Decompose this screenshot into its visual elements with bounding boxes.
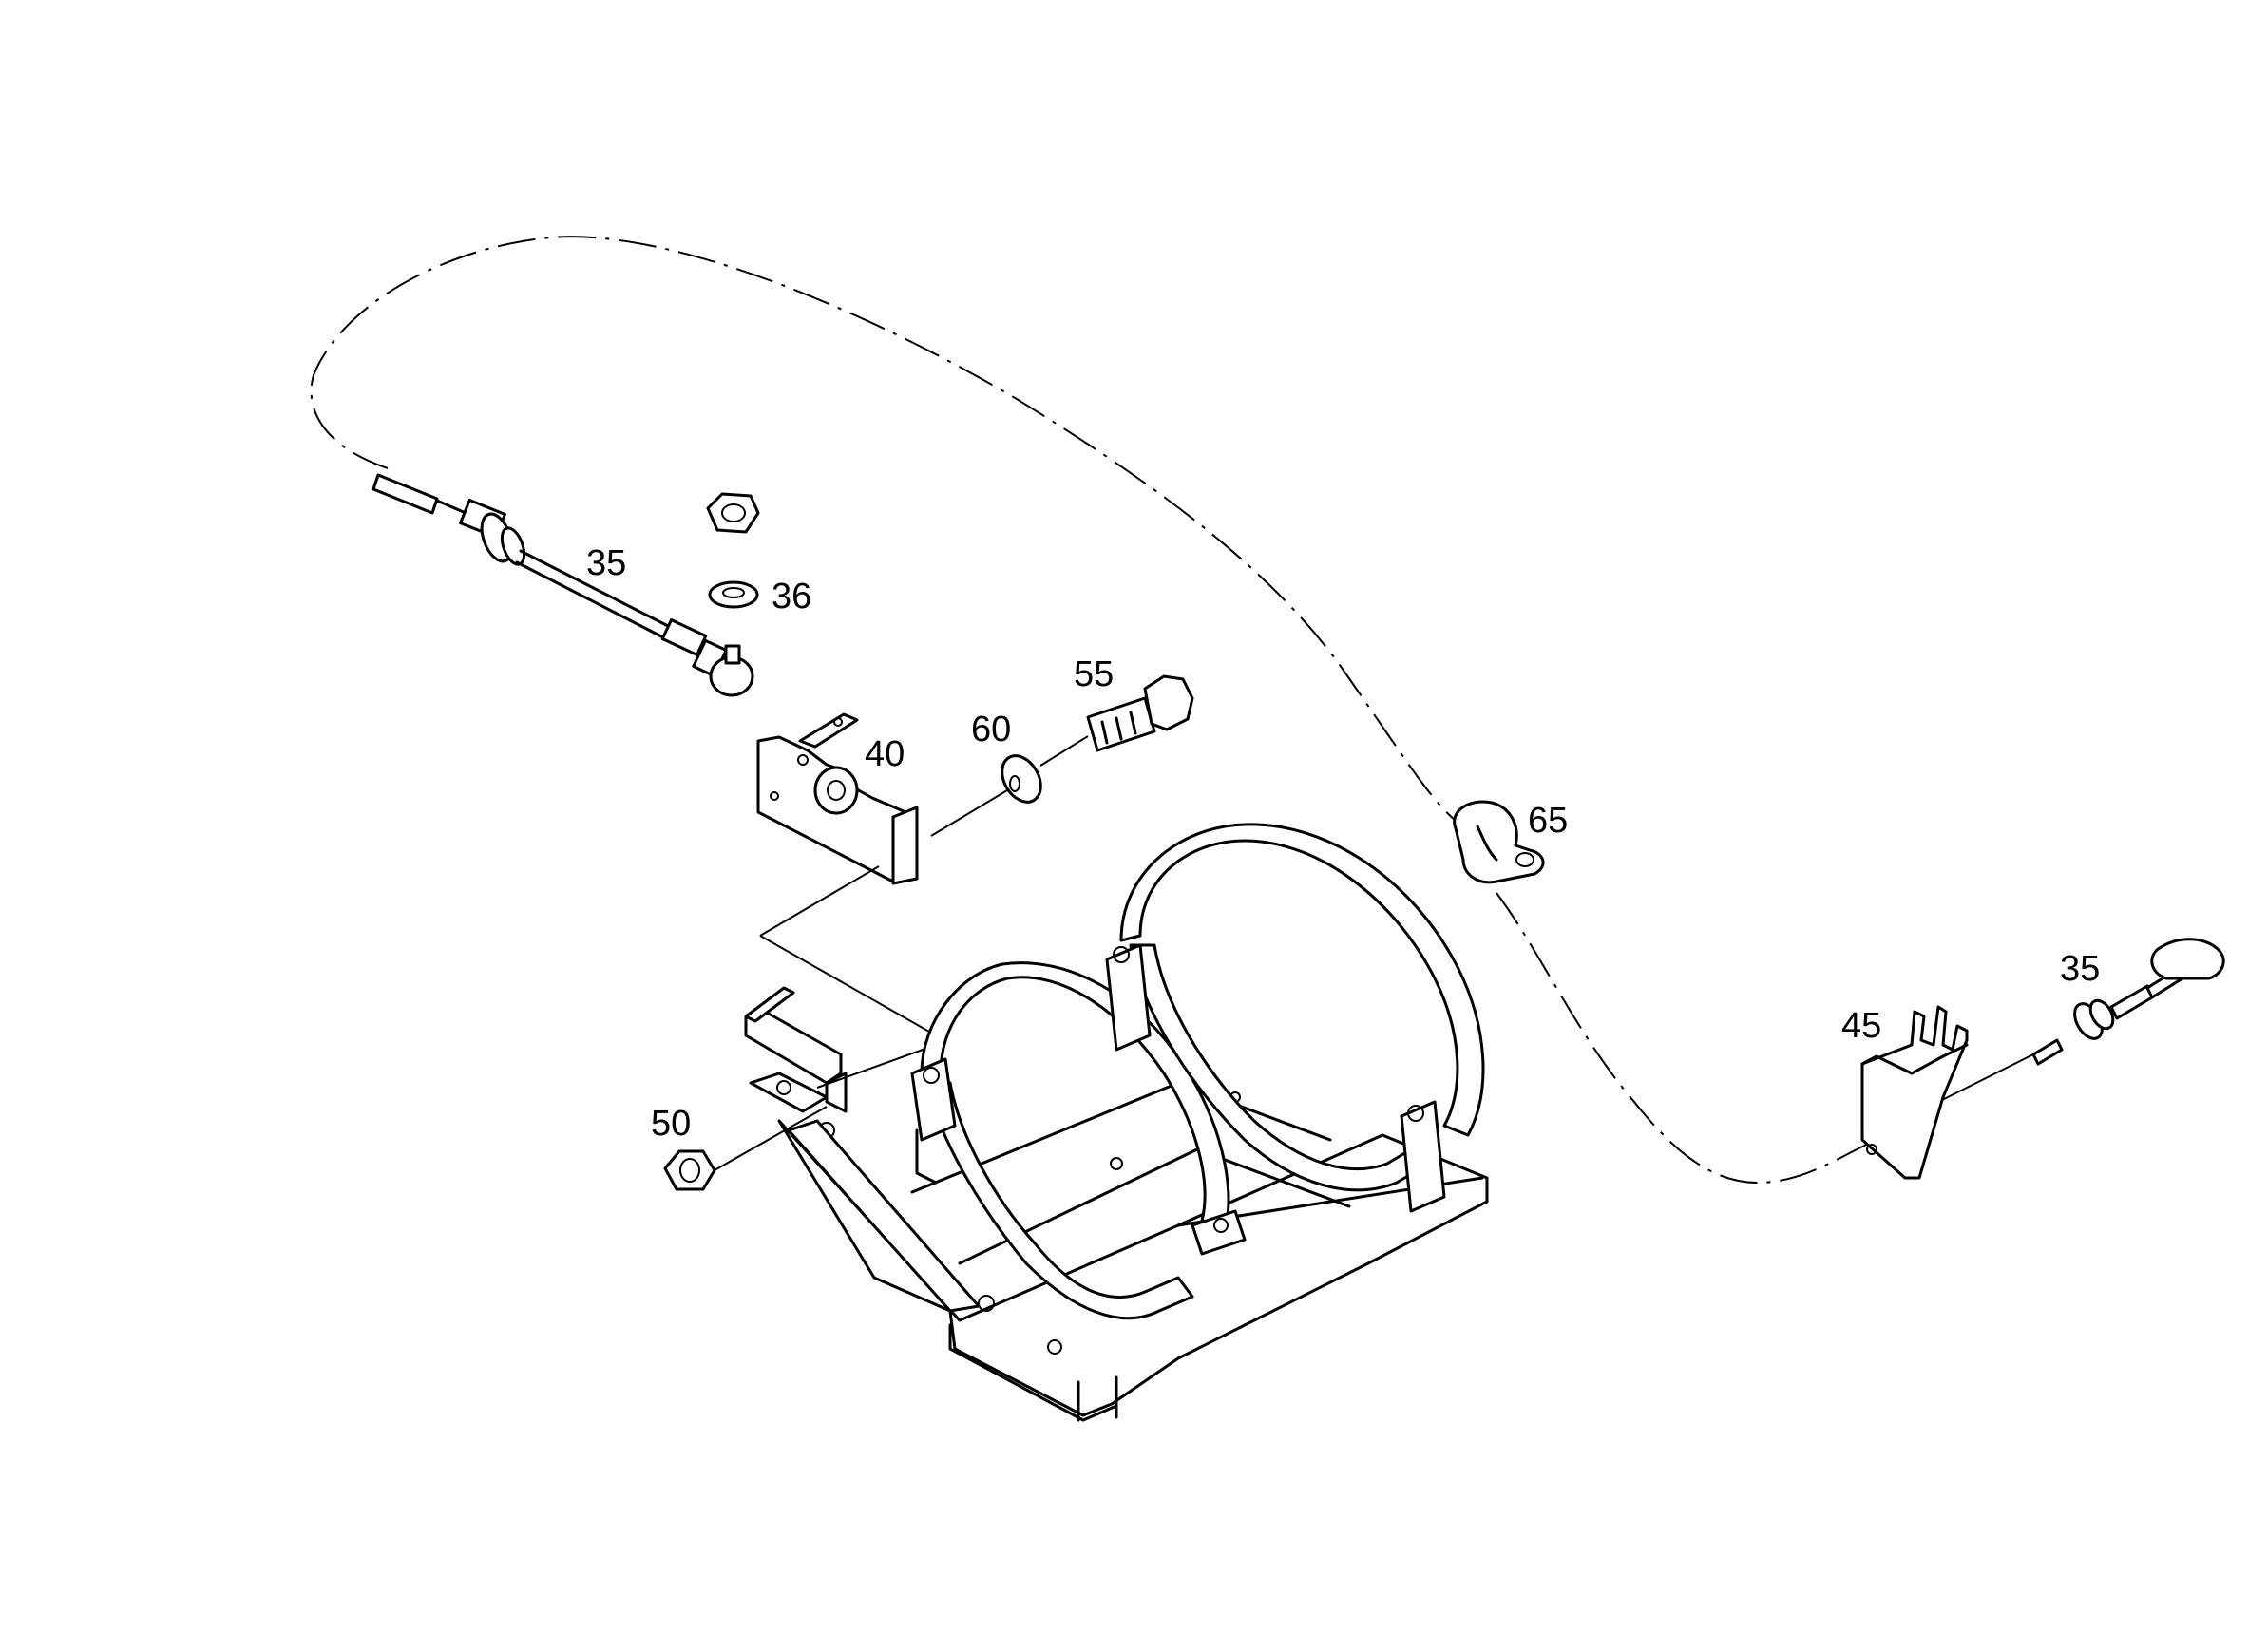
bracket-40 (756, 712, 937, 1036)
label-50: 50 (651, 1104, 691, 1144)
label-36: 36 (772, 577, 811, 616)
clamp-strap-left (910, 961, 1247, 1320)
label-65: 65 (1528, 801, 1568, 841)
label-45: 45 (1841, 1006, 1881, 1046)
clamp-65 (1453, 800, 1545, 884)
control-cable-right (2031, 938, 2225, 1066)
label-55: 55 (1074, 654, 1114, 694)
label-60: 60 (971, 710, 1011, 749)
bracket-50 (744, 986, 937, 1139)
clamp-strap-right (1105, 823, 1485, 1213)
bracket-45 (1860, 1005, 1969, 1180)
label-40: 40 (865, 734, 905, 774)
label-35-right: 35 (2060, 949, 2100, 989)
washer-60 (930, 735, 1089, 837)
washer-36 (708, 580, 759, 609)
support-frame (777, 1081, 1489, 1422)
label-35-left: 35 (586, 543, 626, 583)
hex-nut-top (706, 492, 760, 534)
control-cable-left (372, 473, 754, 697)
bolt-55 (1086, 674, 1194, 752)
hex-nut-50 (663, 1106, 828, 1191)
